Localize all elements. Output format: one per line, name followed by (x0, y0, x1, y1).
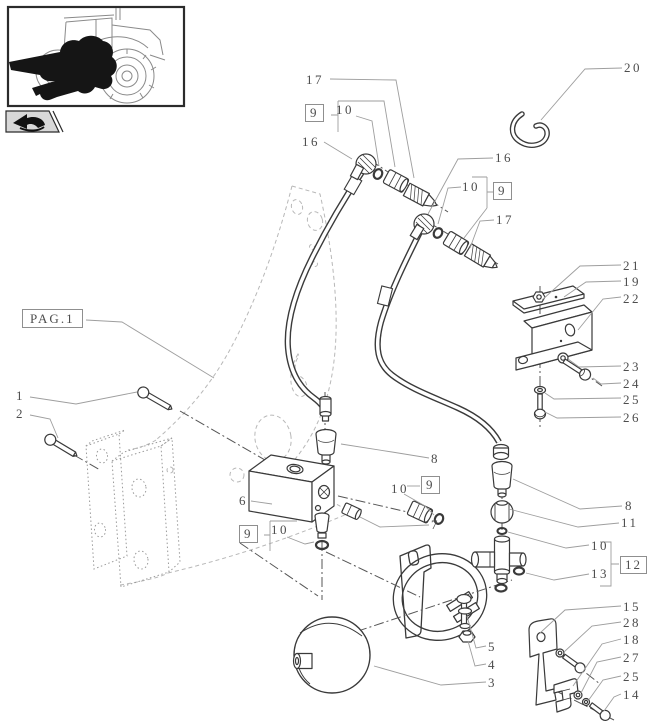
highlighted-loader-silhouette (9, 35, 117, 101)
o-ring (433, 513, 445, 525)
union-nut (442, 231, 470, 255)
callout-14: 14 (623, 687, 641, 702)
threaded-adapter (402, 182, 438, 207)
callout-13: 13 (591, 566, 609, 581)
callout-10-c: 10 (391, 481, 409, 496)
callout-5: 5 (488, 639, 497, 654)
washer-27 (573, 690, 583, 700)
support-frame (85, 185, 348, 588)
callout-11: 11 (621, 515, 639, 530)
bracket-slot (407, 550, 420, 566)
callout-9-boxed-c[interactable]: 9 (421, 476, 440, 494)
plug-7 (341, 502, 362, 521)
valve-block (248, 454, 335, 523)
nut-21 (532, 291, 546, 303)
washer-25 (533, 385, 547, 395)
callout-3: 3 (488, 675, 497, 690)
o-ring (496, 527, 508, 535)
page-arrow-icon (5, 110, 64, 133)
callout-10-d: 10 (271, 522, 289, 537)
strap-bracket-15 (528, 618, 558, 706)
callout-10-a: 10 (336, 102, 354, 117)
callout-7: 7 (431, 517, 440, 532)
threaded-adapter (463, 243, 498, 269)
callout-4: 4 (488, 657, 497, 672)
page-reference-link[interactable]: PAG.1 (22, 309, 83, 328)
hose-right-elbow-collar (492, 443, 510, 461)
callout-25-b: 25 (623, 669, 641, 684)
hose-left-end-fitting (349, 153, 377, 181)
callout-8-b: 8 (625, 498, 634, 513)
callout-10-e: 10 (591, 538, 609, 553)
clamp-ring-inner (401, 562, 479, 632)
clamp-nut-4 (458, 630, 476, 643)
callout-28: 28 (623, 615, 641, 630)
pin-1 (137, 386, 173, 411)
t-union (470, 535, 527, 585)
bolt-14 (588, 702, 611, 722)
fitting-below-block (314, 512, 330, 551)
fitting-above-block (319, 395, 332, 422)
hook-clip (509, 111, 550, 148)
union-nut-mid (406, 500, 434, 524)
callout-12-boxed[interactable]: 12 (620, 556, 647, 574)
clamp-bolt-5 (456, 593, 473, 630)
hydraulic-hoses (284, 170, 502, 444)
fittings-and-parts (44, 111, 611, 722)
callout-15: 15 (623, 599, 641, 614)
o-ring (494, 583, 508, 593)
callout-6: 6 (239, 493, 248, 508)
callout-9-boxed-a[interactable]: 9 (305, 104, 324, 122)
round-nut-11 (490, 500, 514, 524)
callout-16-a: 16 (302, 134, 320, 149)
fitting-8-left (315, 428, 337, 465)
callout-24: 24 (623, 376, 641, 391)
callout-16-b: 16 (495, 150, 513, 165)
callout-2: 2 (16, 406, 25, 421)
callout-21: 21 (623, 258, 641, 273)
callout-1: 1 (16, 388, 25, 403)
callout-9-boxed-b[interactable]: 9 (493, 182, 512, 200)
bolt-26 (533, 393, 547, 420)
washer-28 (555, 648, 565, 658)
callout-9-boxed-d[interactable]: 9 (239, 525, 258, 543)
hose-right-end-fitting (409, 213, 435, 241)
o-ring-13 (512, 566, 526, 576)
o-ring (432, 227, 444, 239)
mounting-bracket-22 (515, 304, 593, 371)
callout-17-a: 17 (306, 72, 324, 87)
callout-20: 20 (624, 60, 642, 75)
o-ring (372, 168, 384, 180)
callout-26: 26 (623, 410, 641, 425)
callout-23: 23 (623, 359, 641, 374)
washer-25b (581, 697, 591, 707)
union-nut (382, 169, 410, 193)
accumulator-sphere (292, 616, 371, 694)
callout-19: 19 (623, 274, 641, 289)
clip-18 (553, 678, 579, 713)
callout-17-b: 17 (496, 212, 514, 227)
callout-8-a: 8 (431, 451, 440, 466)
callout-10-b: 10 (462, 179, 480, 194)
leader-lines (29, 67, 623, 712)
callout-22: 22 (623, 291, 641, 306)
pin-2 (44, 433, 78, 457)
mounting-plate-19 (512, 285, 585, 314)
callout-27: 27 (623, 650, 641, 665)
callout-25-a: 25 (623, 392, 641, 407)
bolt-28 (562, 653, 586, 674)
fitting-8-right (491, 460, 513, 498)
clamp-ring-outer (392, 553, 488, 641)
callout-18: 18 (623, 632, 641, 647)
tractor-thumbnail (6, 5, 186, 108)
bolt-24 (562, 358, 592, 381)
